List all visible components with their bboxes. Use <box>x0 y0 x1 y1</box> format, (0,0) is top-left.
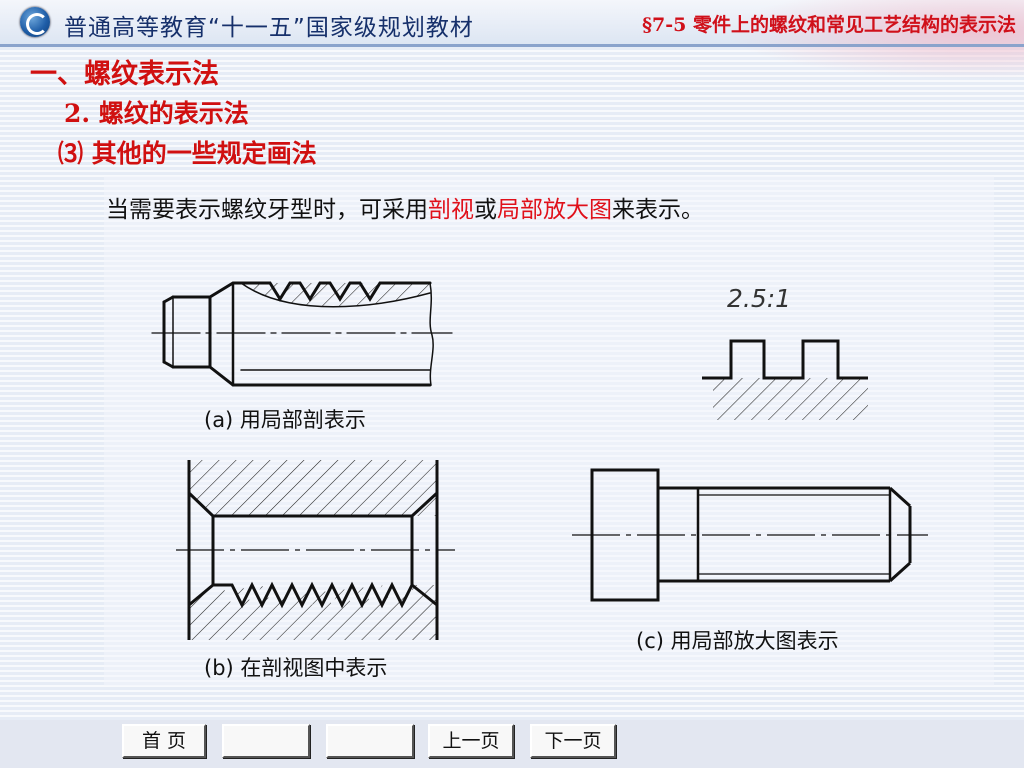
next-page-button[interactable]: 下一页 <box>530 724 616 758</box>
header-divider <box>0 44 1024 47</box>
figure-c-enlarged-view <box>572 468 928 602</box>
section-heading-3: ⑶ 其他的一些规定画法 <box>58 139 317 168</box>
figure-detail-view <box>702 339 868 420</box>
section-heading-1: 一、螺纹表示法 <box>30 59 219 90</box>
intro-text: 当需要表示螺纹牙型时，可采用剖视或局部放大图来表示。 <box>106 190 704 224</box>
intro-part-3: 来表示。 <box>612 197 704 223</box>
chapter-title: §7-5 零件上的螺纹和常见工艺结构的表示法 <box>642 14 1016 36</box>
header-decoration <box>724 0 1024 80</box>
intro-part-2: 或 <box>474 197 497 223</box>
figure-c-caption: (c) 用局部放大图表示 <box>636 629 839 653</box>
figure-a-caption: (a) 用局部剖表示 <box>204 408 366 432</box>
publisher-logo-icon <box>20 7 50 37</box>
prev-page-button[interactable]: 上一页 <box>428 724 514 758</box>
detail-scale-label: 2.5:1 <box>727 284 792 313</box>
figure-b-caption: (b) 在剖视图中表示 <box>204 656 388 680</box>
nav-blank-button-2[interactable] <box>326 724 414 758</box>
series-title: 普通高等教育“十一五”国家级规划教材 <box>64 15 474 41</box>
section-heading-2: 2. 螺纹的表示法 <box>64 99 249 128</box>
title-bar <box>0 0 1024 80</box>
content-panel <box>104 176 994 686</box>
figure-b-sectional-view <box>176 460 455 640</box>
intro-term-section-view: 剖视 <box>428 197 474 223</box>
nav-blank-button-1[interactable] <box>222 724 310 758</box>
intro-term-detail-view: 局部放大图 <box>497 197 612 223</box>
home-button[interactable]: 首 页 <box>122 724 206 758</box>
intro-part-1: 当需要表示螺纹牙型时，可采用 <box>106 197 428 223</box>
figure-a-local-section <box>151 281 453 387</box>
